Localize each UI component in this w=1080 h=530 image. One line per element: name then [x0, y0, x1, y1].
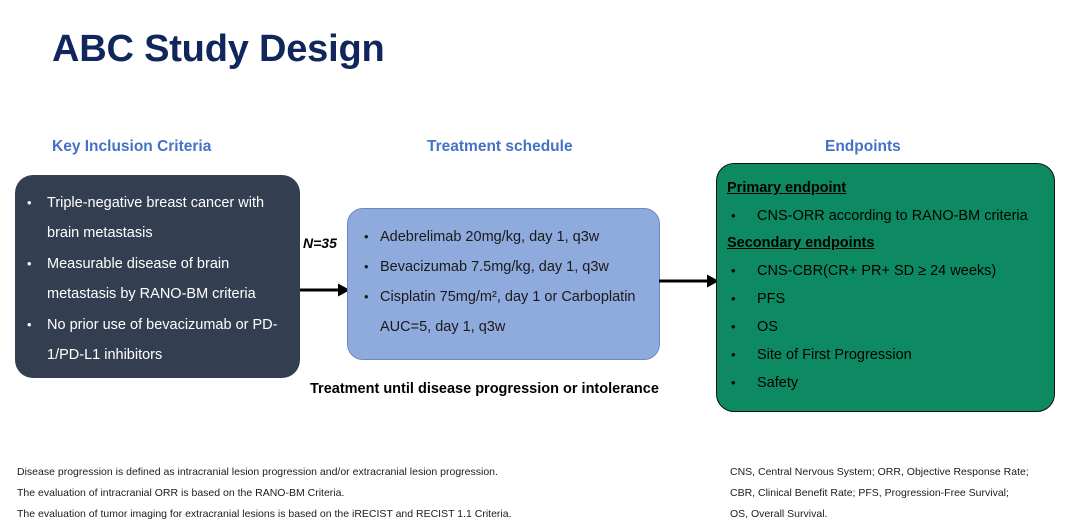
- bullet-icon: •: [27, 317, 32, 332]
- bullet-icon: •: [364, 229, 369, 244]
- footnote-right: CNS, Central Nervous System; ORR, Object…: [730, 462, 1029, 525]
- endpoints-box: Primary endpoint • CNS-ORR according to …: [716, 163, 1055, 412]
- list-item: • Cisplatin 75mg/m², day 1 or Carboplati…: [364, 282, 649, 342]
- column-header-inclusion: Key Inclusion Criteria: [52, 138, 212, 155]
- secondary-endpoint-text: OS: [757, 319, 778, 335]
- treatment-regimen-text: Bevacizumab 7.5mg/kg, day 1, q3w: [380, 259, 609, 275]
- bullet-icon: •: [27, 195, 32, 210]
- inclusion-criteria-text: Measurable disease of brain metastasis b…: [47, 256, 256, 302]
- inclusion-criteria-box: • Triple-negative breast cancer with bra…: [15, 175, 300, 378]
- bullet-icon: •: [731, 291, 736, 306]
- abbreviation-line: CBR, Clinical Benefit Rate; PFS, Progres…: [730, 487, 1009, 499]
- list-item: • No prior use of bevacizumab or PD-1/PD…: [27, 310, 290, 370]
- list-item: • Site of First Progression: [727, 341, 1046, 369]
- bullet-icon: •: [731, 208, 736, 223]
- bullet-icon: •: [731, 347, 736, 362]
- list-item: • Bevacizumab 7.5mg/kg, day 1, q3w: [364, 252, 649, 282]
- bullet-icon: •: [731, 319, 736, 334]
- treatment-duration-caption: Treatment until disease progression or i…: [310, 381, 659, 397]
- list-item: • CNS-ORR according to RANO-BM criteria: [727, 202, 1046, 230]
- inclusion-criteria-list: • Triple-negative breast cancer with bra…: [27, 188, 290, 370]
- abbreviation-line: OS, Overall Survival.: [730, 508, 828, 520]
- list-item: • Adebrelimab 20mg/kg, day 1, q3w: [364, 222, 649, 252]
- secondary-endpoint-text: Safety: [757, 375, 799, 391]
- column-header-endpoints: Endpoints: [825, 138, 901, 155]
- treatment-regimen-text: Adebrelimab 20mg/kg, day 1, q3w: [380, 229, 600, 245]
- column-header-treatment: Treatment schedule: [427, 138, 573, 155]
- list-item: • CNS-CBR(CR+ PR+ SD ≥ 24 weeks): [727, 257, 1046, 285]
- page-title: ABC Study Design: [52, 28, 385, 70]
- footnote-left: Disease progression is defined as intrac…: [17, 462, 512, 525]
- bullet-icon: •: [27, 256, 32, 271]
- inclusion-criteria-text: No prior use of bevacizumab or PD-1/PD-L…: [47, 317, 278, 363]
- secondary-endpoint-text: PFS: [757, 291, 786, 307]
- treatment-regimen-text: Cisplatin 75mg/m², day 1 or Carboplatin …: [380, 289, 636, 335]
- flow-arrow-endpoints-icon: [659, 273, 719, 294]
- enrollment-count-label: N=35: [303, 235, 337, 251]
- bullet-icon: •: [731, 263, 736, 278]
- primary-endpoint-text: CNS-ORR according to RANO-BM criteria: [757, 208, 1028, 224]
- footnote-left-line: The evaluation of intracranial ORR is ba…: [17, 487, 345, 499]
- inclusion-criteria-text: Triple-negative breast cancer with brain…: [47, 195, 265, 241]
- bullet-icon: •: [364, 289, 369, 304]
- secondary-endpoints-heading: Secondary endpoints: [727, 235, 875, 251]
- footnote-left-line: The evaluation of tumor imaging for extr…: [17, 508, 512, 520]
- treatment-schedule-box: • Adebrelimab 20mg/kg, day 1, q3w • Beva…: [347, 208, 660, 360]
- bullet-icon: •: [364, 259, 369, 274]
- secondary-endpoints-list: • CNS-CBR(CR+ PR+ SD ≥ 24 weeks) • PFS •…: [727, 257, 1046, 397]
- footnote-left-line: Disease progression is defined as intrac…: [17, 466, 498, 478]
- secondary-endpoint-text: Site of First Progression: [757, 347, 912, 363]
- primary-endpoint-list: • CNS-ORR according to RANO-BM criteria: [727, 202, 1046, 230]
- list-item: • Safety: [727, 369, 1046, 397]
- abbreviation-line: CNS, Central Nervous System; ORR, Object…: [730, 466, 1029, 478]
- list-item: • Measurable disease of brain metastasis…: [27, 249, 290, 309]
- treatment-regimen-list: • Adebrelimab 20mg/kg, day 1, q3w • Beva…: [364, 222, 649, 342]
- list-item: • Triple-negative breast cancer with bra…: [27, 188, 290, 248]
- flow-arrow-enrollment-icon: [300, 282, 350, 303]
- bullet-icon: •: [731, 375, 736, 390]
- secondary-endpoint-text: CNS-CBR(CR+ PR+ SD ≥ 24 weeks): [757, 263, 997, 279]
- primary-endpoint-heading: Primary endpoint: [727, 180, 847, 196]
- list-item: • OS: [727, 313, 1046, 341]
- list-item: • PFS: [727, 285, 1046, 313]
